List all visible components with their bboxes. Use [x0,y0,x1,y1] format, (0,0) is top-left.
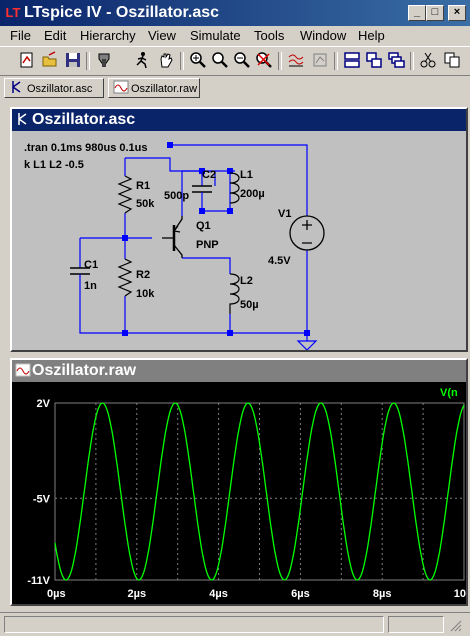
c1-value[interactable]: 1n [84,280,97,292]
r2-name[interactable]: R2 [136,269,150,281]
r1-symbol[interactable] [117,175,133,214]
waveform-window[interactable]: Oszillator.raw 0µs 2µs 4µs 6µs 8µs 10 2V -5V -11… [10,358,468,606]
toolbar-separator [278,52,282,70]
menu-bar: File Edit Hierarchy View Simulate Tools … [0,26,470,45]
x-tick-label: 2µs [128,588,147,600]
schematic-title: Oszillator.asc [32,111,136,128]
halt-hand-icon[interactable] [156,51,176,71]
trace-v-n [54,402,465,581]
copy-icon[interactable] [442,51,462,71]
c1-name[interactable]: C1 [84,259,98,271]
v1-symbol[interactable] [289,215,325,251]
tran-directive[interactable]: .tran 0.1ms 980us 0.1us [24,142,148,154]
coupling-directive[interactable]: k L1 L2 -0.5 [24,159,84,171]
status-bar [0,612,470,636]
r2-value[interactable]: 10k [136,288,155,300]
plot-settings-icon[interactable] [286,51,306,71]
menu-hierarchy[interactable]: Hierarchy [80,28,136,43]
control-panel-icon[interactable] [94,51,114,71]
tile-vertical-icon[interactable] [386,51,406,71]
open-folder-icon[interactable] [40,51,60,71]
menu-tools[interactable]: Tools [254,28,285,43]
waveform-plot[interactable]: 0µs 2µs 4µs 6µs 8µs 10 2V -5V -11V V(n [12,382,466,604]
x-tick-label: 8µs [373,588,392,600]
y-tick-label: 2V [37,398,51,410]
ltspice-app-icon[interactable]: LT [5,5,21,20]
autorange-icon[interactable] [310,51,330,71]
cascade-icon[interactable] [364,51,384,71]
waveform-icon [15,362,31,381]
l1-symbol[interactable] [229,172,240,204]
schematic-icon [9,79,23,101]
cut-icon[interactable] [418,51,438,71]
schematic-title-bar[interactable]: Oszillator.asc [12,109,466,131]
zoom-cancel-icon[interactable] [254,51,274,71]
q1-name[interactable]: Q1 [196,220,211,232]
v1-value[interactable]: 4.5V [268,255,291,267]
schematic-canvas[interactable]: .tran 0.1ms 980us 0.1us k L1 L2 -0.5 [12,131,466,351]
waveform-title-bar[interactable]: Oszillator.raw [12,360,466,382]
status-panel-secondary [388,616,444,633]
tab-label: Oszillator.asc [27,83,93,95]
v1-name[interactable]: V1 [278,208,291,220]
l1-value[interactable]: 200µ [240,188,265,200]
x-tick-label: 6µs [291,588,310,600]
wires [79,144,308,341]
zoom-in-icon[interactable] [188,51,208,71]
zoom-out-icon[interactable] [232,51,252,71]
run-icon[interactable] [132,51,152,71]
y-tick-label: -5V [33,493,51,505]
title-bar: LT LTspice IV - Oszillator.asc _ □ × [0,0,470,26]
x-tick-label: 10 [454,588,466,600]
menu-edit[interactable]: Edit [44,28,67,43]
y-tick-label: -11V [27,575,50,587]
r1-value[interactable]: 50k [136,198,155,210]
menu-file[interactable]: File [10,28,31,43]
minimize-button[interactable]: _ [408,5,426,21]
r2-symbol[interactable] [117,258,133,297]
schematic-icon [15,111,29,130]
l2-value[interactable]: 50µ [240,299,259,311]
tab-oszillator-raw[interactable]: Oszillator.raw [108,78,200,98]
toolbar-separator [410,52,414,70]
l1-name[interactable]: L1 [240,169,253,181]
resize-grip-icon[interactable] [446,616,466,633]
c2-value[interactable]: 500p [164,190,189,202]
save-icon[interactable] [63,51,83,71]
waveform-title: Oszillator.raw [32,362,137,379]
q1-symbol[interactable] [162,216,183,258]
l2-name[interactable]: L2 [240,275,253,287]
c2-symbol[interactable] [192,185,212,211]
tab-label: Oszillator.raw [131,83,198,95]
zoom-area-icon[interactable] [210,51,230,71]
new-schematic-icon[interactable] [17,51,37,71]
x-tick-label: 0µs [47,588,66,600]
ground-symbol[interactable] [296,340,318,351]
tab-oszillator-asc[interactable]: Oszillator.asc [4,78,104,98]
menu-view[interactable]: View [148,28,176,43]
l2-symbol[interactable] [229,273,240,314]
menu-window[interactable]: Window [300,28,347,43]
restore-button[interactable]: □ [426,5,444,21]
toolbar-separator [180,52,184,70]
waveform-canvas[interactable]: 0µs 2µs 4µs 6µs 8µs 10 2V -5V -11V V(n [12,382,466,604]
schematic-window[interactable]: Oszillator.asc .tran 0.1ms 980us 0.1us k… [10,107,468,352]
document-tabs: Oszillator.asc Oszillator.raw [0,76,470,100]
toolbar-separator [334,52,338,70]
c1-symbol[interactable] [70,267,90,284]
toolbar [0,46,470,76]
window-title: LTspice IV - Oszillator.asc [24,4,220,21]
r1-name[interactable]: R1 [136,180,150,192]
toolbar-separator [86,52,90,70]
c2-name[interactable]: C2 [202,169,216,181]
menu-help[interactable]: Help [358,28,385,43]
status-panel-main [4,616,384,633]
x-tick-label: 4µs [209,588,228,600]
trace-label[interactable]: V(n [440,387,458,399]
tile-horizontal-icon[interactable] [342,51,362,71]
menu-simulate[interactable]: Simulate [190,28,241,43]
waveform-icon [113,79,129,101]
q1-value[interactable]: PNP [196,239,219,251]
close-button[interactable]: × [448,5,466,21]
